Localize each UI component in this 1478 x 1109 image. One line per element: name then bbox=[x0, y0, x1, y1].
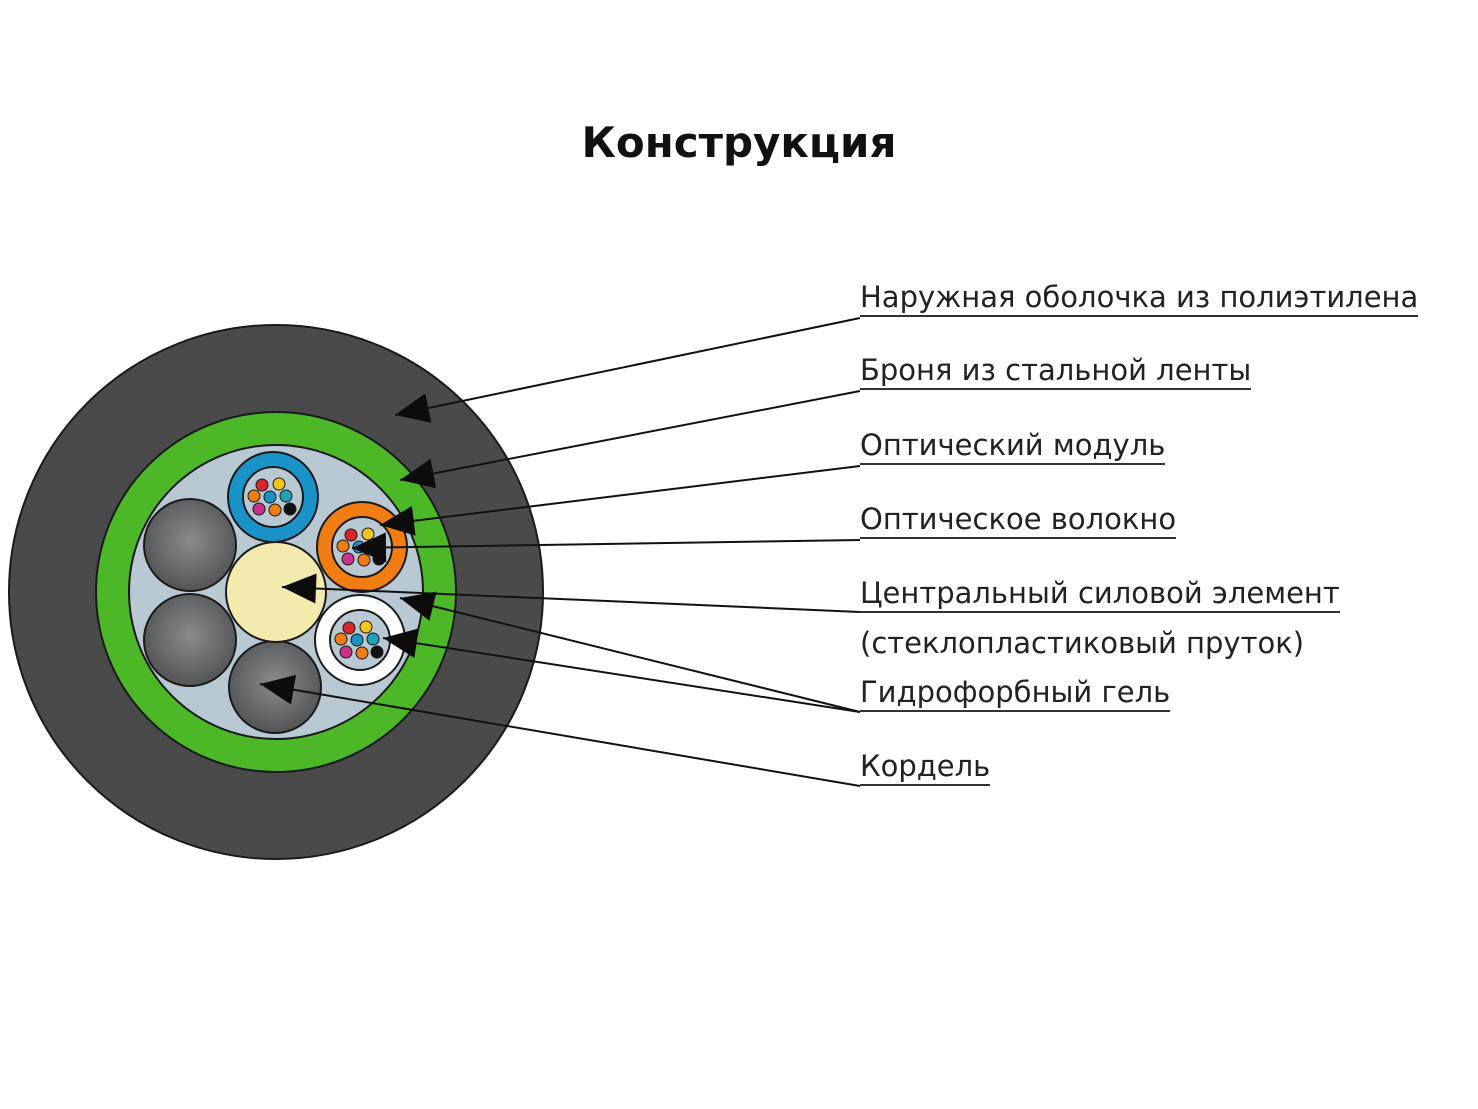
label-gel: Гидрофорбный гель bbox=[860, 675, 1171, 712]
leader-armor bbox=[399, 390, 861, 489]
optical-fiber bbox=[370, 645, 384, 659]
optical-fiber bbox=[341, 552, 355, 566]
leader-filler bbox=[259, 674, 861, 787]
arrowhead-icon bbox=[400, 458, 437, 489]
optical-fiber bbox=[279, 489, 293, 503]
leader-optical-module bbox=[379, 465, 861, 536]
optical-fiber bbox=[357, 553, 371, 567]
optical-fiber bbox=[342, 621, 356, 635]
optical-fiber bbox=[268, 503, 282, 517]
arrowhead-icon bbox=[380, 505, 416, 536]
optical-fiber bbox=[359, 620, 373, 634]
label-optical-module: Оптический модуль bbox=[860, 428, 1166, 465]
optical-fiber bbox=[366, 632, 380, 646]
label-central-member-note: (стеклопластиковый пруток) bbox=[860, 626, 1305, 660]
optical-fiber bbox=[361, 527, 375, 541]
optical-fiber bbox=[247, 489, 261, 503]
optical-fiber bbox=[336, 539, 350, 553]
diagram-title: Конструкция bbox=[581, 118, 897, 167]
arrowhead-icon bbox=[260, 674, 297, 705]
leader-outer-sheath bbox=[394, 317, 861, 423]
filler-cord bbox=[143, 593, 237, 687]
leader-line bbox=[399, 597, 861, 713]
arrowhead-icon bbox=[400, 591, 437, 621]
leader-line bbox=[281, 586, 861, 613]
leader-line bbox=[351, 539, 861, 549]
optical-fiber bbox=[355, 646, 369, 660]
label-outer-sheath: Наружная оболочка из полиэтилена bbox=[860, 280, 1419, 317]
label-central-member: Центральный силовой элемент bbox=[860, 576, 1340, 613]
arrowhead-icon bbox=[352, 532, 387, 563]
leader-central-member bbox=[281, 573, 861, 613]
optical-fiber bbox=[272, 477, 286, 491]
arrowhead-icon bbox=[383, 628, 419, 659]
label-filler: Кордель bbox=[860, 749, 991, 786]
arrowhead-icon bbox=[282, 573, 317, 604]
optical-fiber bbox=[334, 632, 348, 646]
optical-fiber bbox=[263, 490, 277, 504]
optical-fiber bbox=[283, 502, 297, 516]
optical-fiber bbox=[255, 478, 269, 492]
label-armor: Броня из стальной ленты bbox=[860, 353, 1252, 390]
filler-cord bbox=[143, 498, 237, 592]
arrowhead-icon bbox=[395, 393, 432, 423]
label-optical-fiber: Оптическое волокно bbox=[860, 502, 1177, 539]
leader-optical-fiber bbox=[351, 532, 861, 563]
leader-line bbox=[394, 317, 861, 416]
leader-line bbox=[259, 683, 861, 787]
leader-line bbox=[382, 637, 861, 713]
leader-gel bbox=[399, 591, 861, 713]
leader-gel bbox=[382, 628, 861, 713]
optical-fiber bbox=[339, 645, 353, 659]
leader-line bbox=[399, 390, 861, 481]
optical-fiber bbox=[252, 502, 266, 516]
optical-fiber bbox=[344, 528, 358, 542]
leader-line bbox=[379, 465, 861, 526]
optical-fiber bbox=[350, 633, 364, 647]
